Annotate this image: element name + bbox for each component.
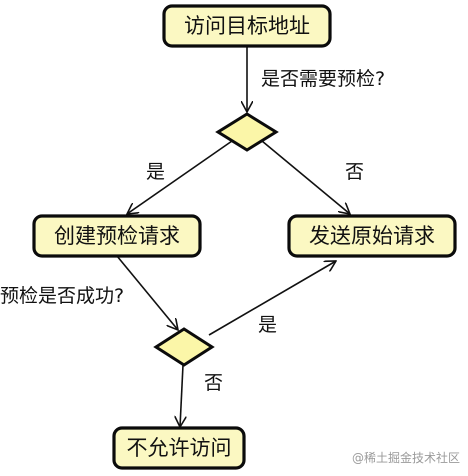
node-deny-access: 不允许访问 <box>112 426 246 470</box>
node-send-original-label: 发送原始请求 <box>309 224 435 248</box>
edge-decision2-to-original <box>208 261 336 336</box>
edge-decision2-to-deny <box>180 364 183 427</box>
node-send-original: 发送原始请求 <box>287 214 457 258</box>
label-no-to-original: 否 <box>345 161 364 183</box>
edge-decision1-to-original <box>261 140 350 214</box>
label-success-yes: 是 <box>258 314 277 336</box>
node-visit-target-label: 访问目标地址 <box>184 14 310 38</box>
edge-decision1-to-preflight <box>127 140 233 214</box>
node-visit-target: 访问目标地址 <box>162 4 332 48</box>
decision-preflight-success-diamond <box>153 327 215 367</box>
watermark-text: @稀土掘金技术社区 <box>352 450 460 465</box>
label-success-no: 否 <box>204 372 223 394</box>
label-yes-to-preflight: 是 <box>146 161 165 183</box>
decision-need-preflight-diamond <box>215 112 279 152</box>
edge-preflight-to-decision2 <box>116 255 178 330</box>
node-create-preflight-label: 创建预检请求 <box>54 224 180 248</box>
node-create-preflight: 创建预检请求 <box>32 214 202 258</box>
label-preflight-success-question: 预检是否成功? <box>0 285 124 307</box>
label-need-preflight-question: 是否需要预检? <box>261 68 385 90</box>
node-deny-access-label: 不允许访问 <box>127 436 232 460</box>
